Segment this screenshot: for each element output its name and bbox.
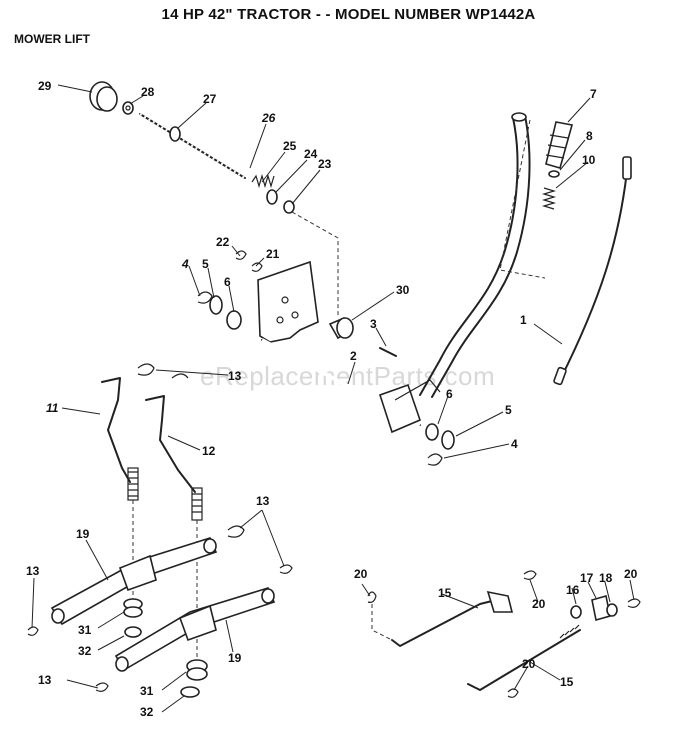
- callout-18: 18: [599, 571, 613, 585]
- part-20-pin-b: [523, 570, 537, 580]
- part-32-washer-upper: [124, 626, 142, 638]
- part-19-hanger-lower: [114, 587, 276, 672]
- callout-15-lower: 15: [560, 675, 574, 689]
- part-4-clip-right: [427, 453, 443, 466]
- part-20-pin-d: [507, 688, 519, 698]
- part-6-bushing-left: [226, 310, 242, 330]
- part-31-bushing-lower: [186, 659, 208, 681]
- part-19-hanger-upper: [50, 537, 218, 626]
- callout-12: 12: [202, 444, 216, 458]
- assembly-line: [291, 211, 339, 318]
- callout-1: 1: [520, 313, 527, 327]
- callout-28: 28: [141, 85, 155, 99]
- callout-29: 29: [38, 79, 52, 93]
- callout-21: 21: [266, 247, 280, 261]
- part-5-washer-left: [209, 295, 223, 315]
- part-5-washer-right: [441, 430, 455, 450]
- callout-20-a: 20: [354, 567, 368, 581]
- part-21-clip: [251, 262, 263, 272]
- leader-lines: [31, 84, 635, 713]
- callout-32-upper: 32: [78, 644, 92, 658]
- callout-26: 26: [261, 111, 276, 125]
- section-subtitle: MOWER LIFT: [14, 32, 90, 46]
- callout-24: 24: [304, 147, 318, 161]
- mounting-bracket-plate: [257, 260, 319, 343]
- part-23-nut: [283, 200, 295, 214]
- callout-6-left: 6: [224, 275, 231, 289]
- part-18-nut: [606, 603, 618, 617]
- part-20-pin-a: [367, 591, 377, 603]
- callout-17: 17: [580, 571, 594, 585]
- part-25-spring: [251, 173, 275, 189]
- part-13-clip-top: [137, 363, 155, 376]
- callout-19-upper: 19: [76, 527, 90, 541]
- part-20-pin-c: [627, 598, 641, 608]
- callout-22: 22: [216, 235, 230, 249]
- callout-15-upper: 15: [438, 586, 452, 600]
- callout-16: 16: [566, 583, 580, 597]
- part-13-clip-a: [227, 525, 245, 538]
- callout-30: 30: [396, 283, 410, 297]
- callout-20-c: 20: [624, 567, 638, 581]
- part-1-lift-rod: [553, 156, 632, 386]
- callout-5-right: 5: [505, 403, 512, 417]
- part-13-clip-top-b: [171, 373, 189, 379]
- callout-20-d: 20: [522, 657, 536, 671]
- part-13-clip-b: [279, 564, 293, 574]
- callout-23: 23: [318, 157, 332, 171]
- callout-13-right-hanger: 13: [256, 494, 270, 508]
- pin-line-a: [371, 604, 393, 641]
- callout-32-lower: 32: [140, 705, 154, 719]
- callout-31-lower: 31: [140, 684, 154, 698]
- callout-13-left: 13: [26, 564, 40, 578]
- callout-5-left: 5: [202, 257, 209, 271]
- callout-3: 3: [370, 317, 377, 331]
- callout-31-upper: 31: [78, 623, 92, 637]
- callout-13-top: 13: [228, 369, 242, 383]
- callout-19-lower: 19: [228, 651, 242, 665]
- callout-11: 11: [46, 401, 59, 415]
- part-6-bushing-right: [425, 423, 439, 441]
- part-13-clip-c: [27, 626, 39, 636]
- callout-7: 7: [590, 87, 597, 101]
- callout-8: 8: [586, 129, 593, 143]
- page-title: 14 HP 42" TRACTOR - - MODEL NUMBER WP144…: [161, 6, 536, 23]
- callout-27: 27: [203, 92, 217, 106]
- callout-13-bottom: 13: [38, 673, 52, 687]
- callout-10: 10: [582, 153, 596, 167]
- part-27-threaded-rod: [139, 113, 246, 179]
- part-10-spring: [541, 187, 557, 210]
- callout-25: 25: [283, 139, 297, 153]
- part-7-handle-grip: [545, 121, 574, 169]
- part-3-pin: [379, 347, 397, 357]
- part-28-nut: [122, 101, 134, 115]
- part-11-lift-link: [101, 377, 139, 501]
- callout-labels: 29 28 27 26 25 24 23 7 8 10 22 21 4 5 6 …: [26, 79, 638, 719]
- part-4-clip-left: [197, 291, 213, 304]
- callout-20-b: 20: [532, 597, 546, 611]
- part-15-rod-upper: [391, 590, 514, 647]
- grip-assembly-line: [499, 119, 546, 279]
- callout-6-right: 6: [446, 387, 453, 401]
- part-29-knob-cap: [89, 81, 118, 112]
- lift-handle-lever: [419, 112, 531, 398]
- part-13-clip-d: [95, 682, 109, 692]
- part-8-ring: [548, 170, 560, 178]
- part-12-lift-link: [145, 395, 203, 521]
- part-30-swivel: [328, 317, 354, 340]
- part-22-clip: [235, 250, 247, 260]
- part-31-bushing-upper: [123, 598, 143, 618]
- part-15-rod-lower: [467, 624, 581, 691]
- callout-4-left: 4: [181, 257, 189, 271]
- part-16-nut: [570, 605, 582, 619]
- part-2-cross-shaft: [261, 338, 441, 434]
- callout-4-right: 4: [511, 437, 518, 451]
- part-24-washer: [266, 189, 278, 205]
- part-32-washer-lower: [180, 686, 200, 698]
- callout-2: 2: [350, 349, 357, 363]
